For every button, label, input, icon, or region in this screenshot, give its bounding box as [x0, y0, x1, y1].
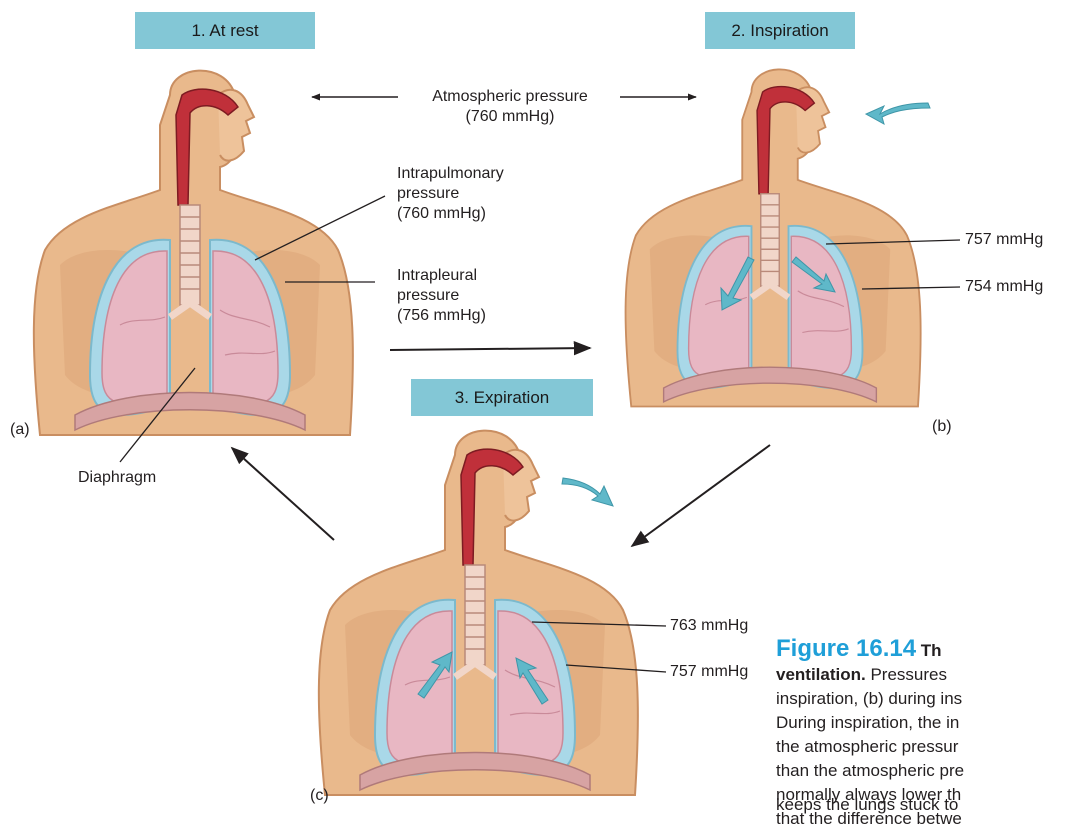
- cycle-arrow-expiration-to-rest: [232, 448, 334, 540]
- intrapulmonary-value: (760 mmHg): [397, 204, 504, 224]
- caption-title-start: Th: [921, 641, 942, 660]
- panel-title-at-rest: 1. At rest: [135, 12, 315, 49]
- panel-letter-c: (c): [310, 786, 329, 806]
- inhale-airflow-arrow: [866, 103, 930, 124]
- intrapleural-line2: pressure: [397, 286, 486, 306]
- caption-title-end: ventilation.: [776, 665, 866, 684]
- panel-letter-b: (b): [932, 417, 952, 437]
- caption-line-1: ventilation. Pressures: [776, 663, 1075, 687]
- atmospheric-pressure-name: Atmospheric pressure: [402, 87, 618, 107]
- figure-number: Figure 16.14: [776, 637, 916, 662]
- diaphragm-label: Diaphragm: [78, 468, 156, 488]
- panel-title-expiration: 3. Expiration: [411, 379, 593, 416]
- intrapulmonary-pressure-label: Intrapulmonary pressure (760 mmHg): [397, 164, 504, 224]
- caption-line-5: than the atmospheric pre: [776, 759, 1075, 783]
- panel-letter-a: (a): [10, 420, 30, 440]
- caption-line-3: During inspiration, the in: [776, 711, 1075, 735]
- atmospheric-pressure-label: Atmospheric pressure (760 mmHg): [402, 87, 618, 127]
- caption-line-8: keeps the lungs stuck to: [776, 795, 958, 815]
- inspiration-intrapleural-value: 754 mmHg: [965, 277, 1043, 297]
- cycle-arrow-inspiration-to-expiration: [632, 445, 770, 546]
- atmospheric-pressure-value: (760 mmHg): [402, 107, 618, 127]
- intrapleural-value: (756 mmHg): [397, 306, 486, 326]
- intrapulmonary-line2: pressure: [397, 184, 504, 204]
- expiration-intrapulmonary-value: 763 mmHg: [670, 616, 748, 636]
- caption-heading-line: Figure 16.14 Th: [776, 637, 1075, 663]
- torso-at-rest: [34, 71, 353, 435]
- panel-title-inspiration: 2. Inspiration: [705, 12, 855, 49]
- intrapulmonary-line1: Intrapulmonary: [397, 164, 504, 184]
- cycle-arrow-rest-to-inspiration: [390, 348, 590, 350]
- exhale-airflow-arrow: [562, 478, 613, 506]
- inspiration-intrapulmonary-value: 757 mmHg: [965, 230, 1043, 250]
- caption-line-1-text: Pressures: [870, 665, 947, 684]
- caption-line-2: inspiration, (b) during ins: [776, 687, 1075, 711]
- caption-line-4: the atmospheric pressur: [776, 735, 1075, 759]
- torso-expiration: [319, 431, 638, 795]
- intrapleural-line1: Intrapleural: [397, 266, 486, 286]
- expiration-intrapleural-value: 757 mmHg: [670, 662, 748, 682]
- intrapleural-pressure-label: Intrapleural pressure (756 mmHg): [397, 266, 486, 326]
